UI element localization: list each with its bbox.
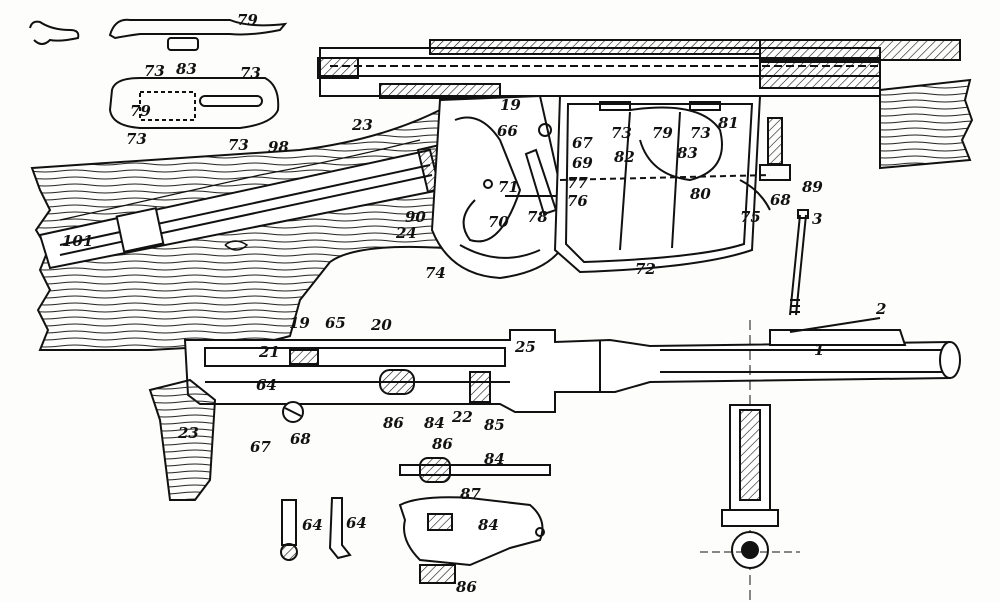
callout-67-lower: 67	[250, 438, 271, 456]
callout-21: 21	[259, 343, 280, 361]
follower-plate	[398, 496, 545, 584]
callout-73-plate-top-left: 73	[144, 62, 165, 80]
callout-64-pin-right: 64	[346, 514, 367, 532]
callout-79-mag: 79	[652, 124, 673, 142]
callout-83-mag: 83	[677, 144, 698, 162]
trigger-group	[430, 94, 572, 280]
callout-86-follower: 86	[456, 578, 477, 596]
takedown-screw	[282, 401, 304, 423]
callout-70: 70	[488, 213, 509, 231]
butt-stock-right	[879, 78, 974, 170]
callout-75: 75	[740, 208, 761, 226]
rear-sight-post	[739, 117, 791, 211]
callout-74: 74	[425, 264, 446, 282]
callout-98: 98	[268, 138, 289, 156]
callout-82: 82	[614, 148, 635, 166]
bolt-channel	[204, 347, 510, 403]
callout-19-upper: 19	[500, 96, 521, 114]
callout-68-lower: 68	[290, 430, 311, 448]
callout-79-top: 79	[237, 11, 258, 29]
extractor-plate-detail	[108, 77, 280, 129]
callout-73-plate-top-right: 73	[240, 64, 261, 82]
bolt-detail	[399, 457, 551, 483]
callout-76: 76	[567, 192, 588, 210]
callout-23-lower: 23	[178, 424, 199, 442]
callout-68-upper: 68	[770, 191, 791, 209]
pistol-grip	[148, 378, 217, 501]
callout-90: 90	[405, 208, 426, 226]
callout-87: 87	[460, 485, 481, 503]
callout-77: 77	[567, 174, 588, 192]
front-sight-detail	[700, 404, 800, 569]
callout-24: 24	[396, 224, 417, 242]
callout-69: 69	[572, 154, 593, 172]
callout-1: 1	[814, 341, 825, 359]
callout-78: 78	[527, 208, 548, 226]
callout-86-bolt: 86	[432, 435, 453, 453]
callout-73-plate-bottom-left: 73	[126, 130, 147, 148]
callout-83-top: 83	[176, 60, 197, 78]
callout-71: 71	[498, 178, 519, 196]
callout-20: 20	[371, 316, 392, 334]
callout-89: 89	[802, 178, 823, 196]
callout-73-plate-bottom-right: 73	[228, 136, 249, 154]
extractor-spring-detail	[108, 18, 288, 51]
callout-86-receiver: 86	[383, 414, 404, 432]
callout-73-mag-right: 73	[690, 124, 711, 142]
callout-101: 101	[62, 232, 94, 250]
callout-84-receiver: 84	[424, 414, 445, 432]
callout-22: 22	[452, 408, 473, 426]
callout-84-bolt: 84	[484, 450, 505, 468]
receiver-section	[317, 39, 961, 99]
callout-64-receiver: 64	[256, 376, 277, 394]
callout-73-mag-left: 73	[611, 124, 632, 142]
callout-67-upper: 67	[572, 134, 593, 152]
callout-80: 80	[690, 185, 711, 203]
callout-3: 3	[812, 210, 823, 228]
callout-84-follower: 84	[478, 516, 499, 534]
callout-81: 81	[718, 114, 739, 132]
pin-details	[280, 497, 352, 561]
sight-leaf	[789, 209, 809, 316]
callout-64-pin-left: 64	[302, 516, 323, 534]
callout-25: 25	[515, 338, 536, 356]
callout-79-plate: 79	[130, 102, 151, 120]
callout-85: 85	[484, 416, 505, 434]
callout-23-upper: 23	[352, 116, 373, 134]
callout-65: 65	[325, 314, 346, 332]
callout-2: 2	[876, 300, 887, 318]
magazine	[553, 95, 771, 274]
callout-66: 66	[497, 122, 518, 140]
hook-detail	[29, 20, 80, 45]
callout-19-lower: 19	[289, 314, 310, 332]
callout-72: 72	[635, 260, 656, 278]
